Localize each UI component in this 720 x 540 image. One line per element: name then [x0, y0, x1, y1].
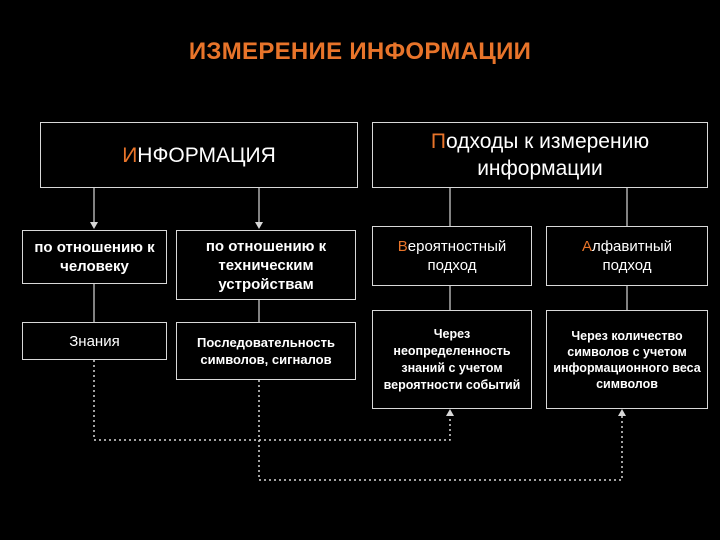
page-title: ИЗМЕРЕНИЕ ИНФОРМАЦИИ	[188, 38, 532, 65]
branch-human-label: по отношению к человеку	[34, 239, 155, 275]
approaches-label: Подходы к измерению информации	[430, 130, 650, 180]
probabilistic-description-box: Через неопределенность знаний с учетом в…	[372, 310, 532, 409]
probabilistic-approach-label: Вероятностный подход	[397, 238, 507, 274]
symbols-signals-box: Последовательность символов, сигналов	[176, 322, 356, 380]
approaches-box: Подходы к измерению информации	[372, 122, 708, 188]
branch-tech-box: по отношению к техническим устройствам	[176, 230, 356, 300]
probabilistic-approach-box: Вероятностный подход	[372, 226, 532, 286]
symbols-signals-label: Последовательность символов, сигналов	[197, 335, 335, 367]
branch-tech-label: по отношению к техническим устройствам	[205, 237, 327, 293]
knowledge-box: Знания	[22, 322, 167, 360]
probabilistic-description-label: Через неопределенность знаний с учетом в…	[383, 326, 521, 392]
alphabetic-description-box: Через количество символов с учетом инфор…	[546, 310, 708, 409]
information-label: ИНФОРМАЦИЯ	[122, 143, 276, 167]
branch-human-box: по отношению к человеку	[22, 230, 167, 284]
information-box: ИНФОРМАЦИЯ	[40, 122, 358, 188]
knowledge-label: Знания	[69, 332, 120, 350]
alphabetic-description-label: Через количество символов с учетом инфор…	[553, 328, 701, 391]
alphabetic-approach-label: Алфавитный подход	[581, 238, 673, 274]
alphabetic-approach-box: Алфавитный подход	[546, 226, 708, 286]
